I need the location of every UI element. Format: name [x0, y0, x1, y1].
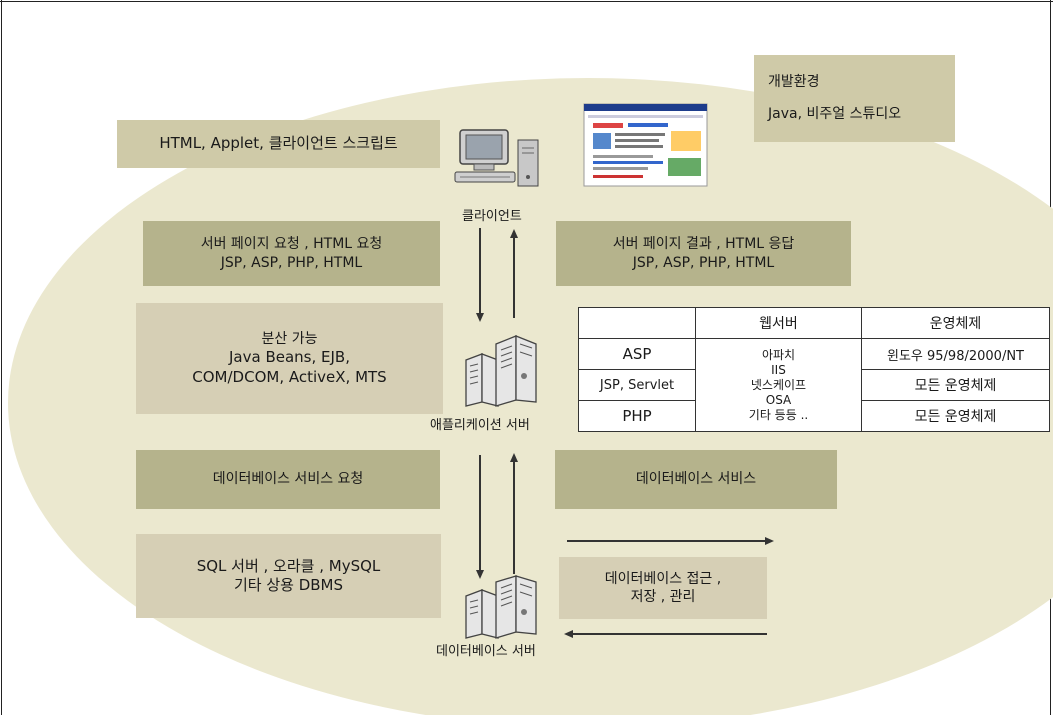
table-header-os: 운영체제: [861, 307, 1050, 339]
distributed-line1: 분산 가능: [261, 330, 318, 347]
dev-environment-title: 개발환경: [768, 74, 820, 90]
distributed-line2: Java Beans, EJB,: [229, 348, 350, 367]
app-server-icon: [465, 335, 537, 407]
response-line1: 서버 페이지 결과 , HTML 응답: [612, 236, 795, 253]
distributed-box: 분산 가능 Java Beans, EJB, COM/DCOM, ActiveX…: [136, 303, 443, 414]
db-access-arrow-right: [567, 540, 767, 542]
db-service-box: 데이터베이스 서비스: [555, 450, 837, 509]
table-header-empty: [578, 307, 696, 339]
frame-border-left: [1, 0, 2, 715]
db-service-text: 데이터베이스 서비스: [635, 471, 757, 488]
db-request-arrowhead: [476, 570, 484, 579]
db-request-arrow-down: [479, 455, 481, 570]
web-server-item: 넷스케이프: [750, 377, 807, 392]
computer-icon: [454, 129, 539, 187]
request-arrowhead: [476, 313, 484, 322]
webpage-screenshot-icon: [583, 103, 708, 187]
db-access-arrowhead-left: [564, 630, 573, 638]
dev-environment-tools: Java, 비주얼 스튜디오: [768, 106, 902, 123]
table-cell-os: 모든 운영체제: [861, 369, 1050, 401]
db-service-arrowhead: [510, 453, 518, 462]
dbms-line2: 기타 상용 DBMS: [233, 576, 344, 594]
db-server-icon: [465, 575, 537, 639]
web-server-item: IIS: [771, 362, 786, 377]
db-access-arrowhead-right: [765, 537, 774, 545]
request-box: 서버 페이지 요청 , HTML 요청 JSP, ASP, PHP, HTML: [143, 221, 440, 286]
table-cell-os: 윈도우 95/98/2000/NT: [861, 338, 1050, 370]
db-access-arrow-left: [572, 633, 767, 635]
db-access-line1: 데이터베이스 접근 ,: [604, 570, 722, 587]
table-cell-web-servers: 아파치 IIS 넷스케이프 OSA 기타 등등 ..: [695, 338, 862, 432]
client-tech-box: HTML, Applet, 클라이언트 스크립트: [117, 120, 440, 168]
table-row: ASP 아파치 IIS 넷스케이프 OSA 기타 등등 .. 윈도우 95/98…: [578, 338, 1050, 432]
table-header-web: 웹서버: [695, 307, 862, 339]
response-arrowhead: [510, 229, 518, 238]
table-cell-lang: JSP, Servlet: [578, 369, 696, 401]
db-request-box: 데이터베이스 서비스 요청: [136, 450, 440, 509]
web-server-os-table: 웹서버 운영체제 ASP 아파치 IIS 넷스케이프 OSA 기타 등등 .. …: [578, 307, 1050, 432]
db-server-label: 데이터베이스 서버: [436, 644, 536, 659]
client-label: 클라이언트: [462, 209, 522, 224]
response-arrow-up: [513, 238, 515, 318]
table-cell-os: 모든 운영체제: [861, 400, 1050, 432]
dev-environment-box: 개발환경 Java, 비주얼 스튜디오: [754, 55, 955, 142]
db-access-line2: 저장 , 관리: [630, 589, 696, 605]
db-request-text: 데이터베이스 서비스 요청: [212, 471, 364, 488]
request-line2: JSP, ASP, PHP, HTML: [220, 254, 363, 271]
web-server-item: 기타 등등 ..: [748, 407, 809, 422]
app-server-label: 애플리케이션 서버: [430, 418, 530, 433]
request-line1: 서버 페이지 요청 , HTML 요청: [200, 236, 383, 253]
web-server-item: OSA: [765, 392, 792, 407]
table-header-row: 웹서버 운영체제: [578, 307, 1050, 339]
table-cell-lang: ASP: [578, 338, 696, 370]
db-service-arrow-up: [513, 462, 515, 574]
dbms-line1: SQL 서버 , 오라클 , MySQL: [196, 556, 381, 575]
response-box: 서버 페이지 결과 , HTML 응답 JSP, ASP, PHP, HTML: [556, 221, 851, 286]
web-server-item: 아파치: [761, 347, 796, 362]
db-access-box: 데이터베이스 접근 , 저장 , 관리: [559, 557, 767, 619]
frame-border-top: [0, 1, 1053, 2]
request-arrow-down: [479, 228, 481, 313]
dbms-box: SQL 서버 , 오라클 , MySQL 기타 상용 DBMS: [136, 534, 441, 618]
distributed-line3: COM/DCOM, ActiveX, MTS: [192, 367, 387, 386]
table-cell-lang: PHP: [578, 400, 696, 432]
response-line2: JSP, ASP, PHP, HTML: [632, 254, 775, 271]
client-tech-text: HTML, Applet, 클라이언트 스크립트: [159, 134, 398, 153]
table-row: PHP 모든 운영체제: [578, 400, 1050, 432]
